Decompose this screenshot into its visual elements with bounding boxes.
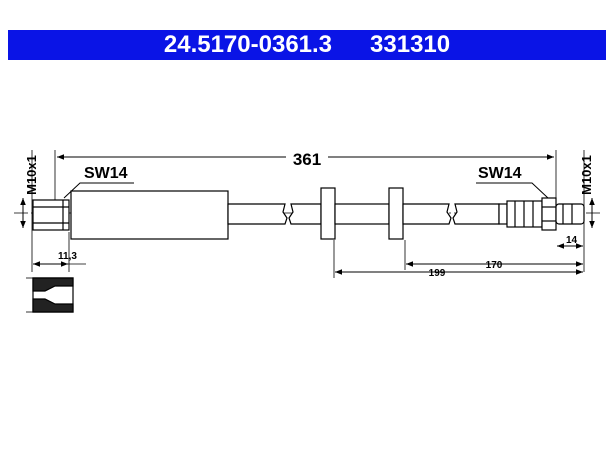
extension-lines: [31, 150, 585, 278]
hose-segment-2: [288, 203, 322, 225]
crimp-sleeve-left: [70, 190, 229, 240]
hose-assembly: [32, 187, 585, 240]
dimension-199: 199: [335, 268, 583, 279]
thread-left-label: M10x1: [24, 155, 39, 195]
wrench-left-leader: [63, 182, 134, 199]
dimension-overall-label: 361: [293, 150, 321, 169]
fitting-section-detail: [26, 277, 74, 313]
dimension-tube-end-label: 14: [566, 235, 578, 246]
wrench-size-left-label: SW14: [84, 165, 128, 182]
mounting-bracket-1: [320, 187, 336, 240]
reference-number: 331310: [370, 31, 451, 58]
dimension-170: 170: [406, 260, 583, 271]
part-number: 24.5170-0361.3: [163, 31, 333, 58]
thread-right-label: M10x1: [579, 155, 594, 195]
wrench-right-leader: [476, 182, 549, 199]
dimension-199-label: 199: [429, 268, 446, 279]
dimension-fitting: 11,3: [33, 251, 86, 267]
hose-segment-3: [402, 203, 452, 225]
dimension-170-label: 170: [486, 260, 503, 271]
wrench-size-right-label: SW14: [478, 165, 522, 182]
hose-segment-4: [452, 203, 500, 225]
title-bar: 24.5170-0361.3 331310: [8, 30, 606, 60]
dimension-overall: 361: [57, 150, 554, 169]
mounting-bracket-2: [388, 187, 404, 240]
dimension-fitting-label: 11,3: [58, 251, 77, 262]
dimension-tube-end: 14: [557, 235, 583, 249]
right-crimp-sleeve: [498, 203, 508, 225]
right-tube-end: [555, 203, 585, 225]
hose-segment-1: [227, 203, 288, 225]
right-hex-nut: [541, 197, 557, 231]
